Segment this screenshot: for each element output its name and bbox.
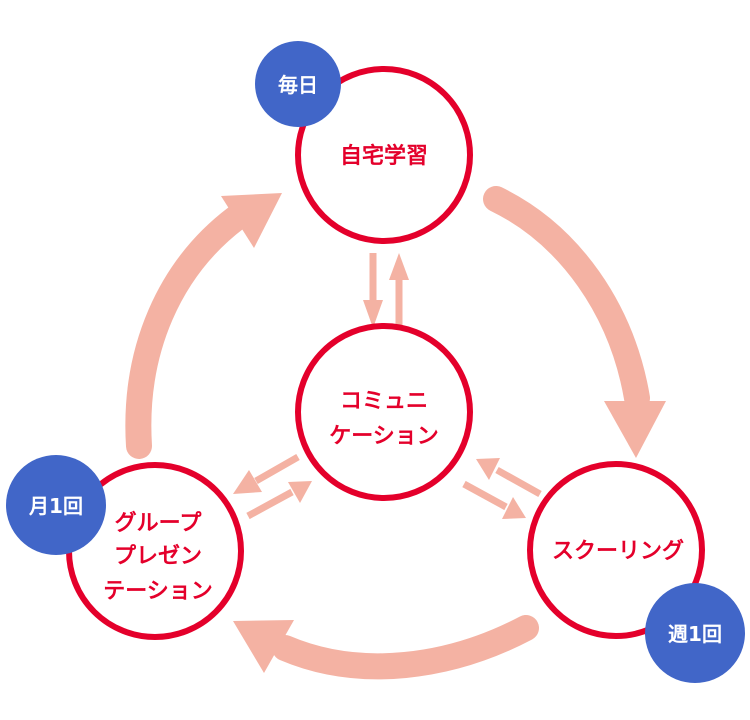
hub-arrow-to-group xyxy=(254,453,300,485)
hub-arrow-to-schooling xyxy=(462,480,508,511)
node-schooling-circle xyxy=(527,461,705,639)
node-schooling: スクーリング xyxy=(527,461,705,639)
node-home-study-circle xyxy=(295,66,473,244)
badge-weekly: 週1回 xyxy=(645,583,745,683)
node-communication: コミュニ ケーション xyxy=(295,323,473,501)
badge-daily: 毎日 xyxy=(255,41,341,127)
node-communication-label-line2: ケーション xyxy=(329,424,439,449)
node-home-study-label: 自宅学習 xyxy=(340,143,428,169)
badge-monthly-circle xyxy=(6,455,106,555)
badge-weekly-label: 週1回 xyxy=(668,622,722,646)
node-communication-circle xyxy=(295,323,473,501)
badge-daily-label: 毎日 xyxy=(278,73,318,97)
node-group-presentation-label-line1: グループ xyxy=(115,510,203,536)
badge-weekly-circle xyxy=(645,583,745,683)
hub-arrow-to-group-head xyxy=(233,470,262,494)
hub-arrows xyxy=(233,253,542,520)
cycle-arrow-head-home-to-schooling xyxy=(604,401,666,458)
hub-arrow-home-down-head xyxy=(363,300,383,328)
hub-arrow-to-schooling-head xyxy=(502,497,526,519)
hub-arrow-home-up-head xyxy=(389,253,409,280)
hub-arrow-from-group xyxy=(246,488,294,520)
cycle-arrow-home-to-schooling xyxy=(483,186,650,411)
node-communication-label-line1: コミュニ xyxy=(340,389,428,414)
node-group-presentation-label-line2: プレゼン xyxy=(114,544,202,569)
hub-arrow-from-group-head xyxy=(288,481,312,503)
cycle-arrow-schooling-to-group xyxy=(272,615,539,680)
badge-monthly-label: 月1回 xyxy=(28,494,83,518)
cycle-arrow-head-schooling-to-group xyxy=(233,620,294,673)
node-schooling-label: スクーリング xyxy=(552,538,684,564)
node-group-presentation-label-line3: テーション xyxy=(103,579,213,604)
cycle-arrows xyxy=(125,186,666,680)
badge-monthly: 月1回 xyxy=(6,455,106,555)
hub-arrow-from-schooling xyxy=(495,466,542,498)
cycle-arrow-head-group-to-home xyxy=(221,193,282,248)
hub-arrow-from-schooling-head xyxy=(476,458,500,480)
node-home-study: 自宅学習 xyxy=(295,66,473,244)
badge-daily-circle xyxy=(255,41,341,127)
cycle-arrow-group-to-home xyxy=(125,205,249,459)
